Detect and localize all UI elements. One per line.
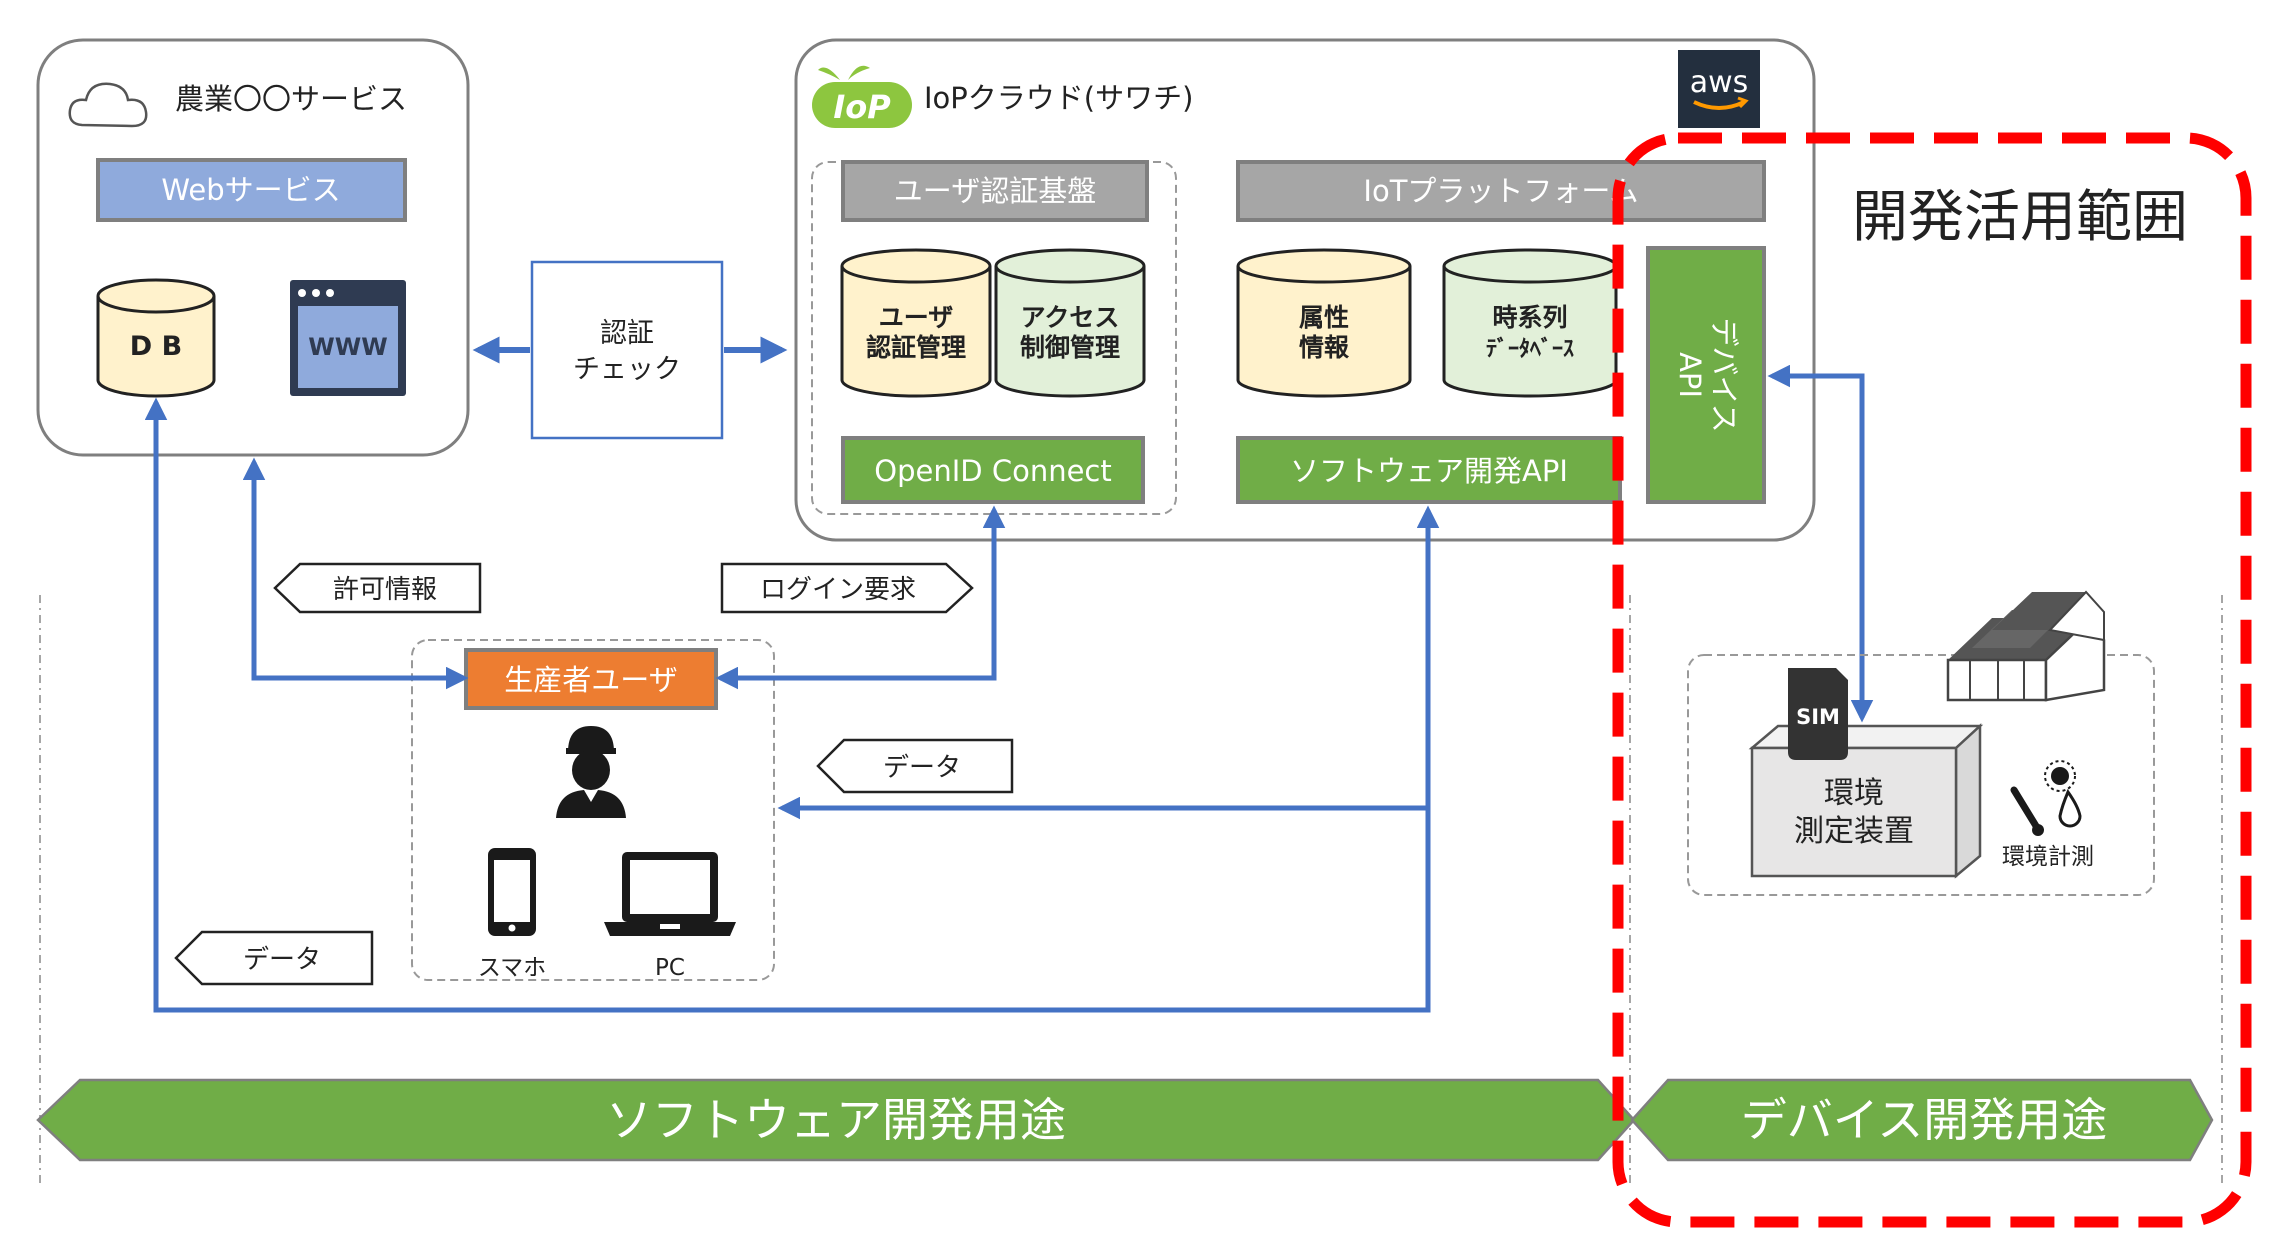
timeseries-db-line1: 時系列 (1492, 303, 1567, 332)
db-label: D B (130, 331, 182, 362)
smartphone-label: スマホ (478, 955, 546, 981)
user-auth-db-line1: ユーザ (879, 303, 954, 332)
login-request-tag: ログイン要求 (720, 562, 974, 614)
smartphone-icon (488, 848, 536, 936)
cloud-icon (68, 82, 148, 128)
device-use-band: デバイス開発用途 (1630, 1078, 2214, 1162)
agri-service-panel: 農業〇〇サービス Webサービス D B WWW (36, 38, 470, 457)
attribute-db-line2: 情報 (1299, 333, 1350, 362)
software-use-band: ソフトウェア開発用途 (36, 1078, 1636, 1162)
data-label-2: データ (243, 945, 321, 975)
producer-group (411, 639, 775, 981)
person-icon (556, 726, 626, 818)
device-api-line1: デバイス (1707, 317, 1741, 432)
iop-logo: IoP (812, 65, 912, 128)
user-auth-db-cylinder (840, 248, 992, 398)
aws-logo: aws (1678, 50, 1760, 128)
device-api-box (1646, 246, 1766, 504)
aws-label: aws (1690, 65, 1749, 100)
software-use-label: ソフトウェア開発用途 (606, 1093, 1066, 1147)
data-tag-2: データ (174, 930, 374, 986)
arrow-api-to-db (144, 397, 1440, 1013)
arrow-producer-to-openid (715, 505, 1006, 690)
arrow-producer-to-service (242, 457, 469, 690)
access-control-db-cylinder (994, 248, 1146, 398)
sim-card-icon (1788, 668, 1848, 760)
data-label-1: データ (883, 753, 961, 783)
producer-user-label: 生産者ユーザ (504, 663, 677, 697)
environment-sensor-icon (2010, 760, 2082, 836)
agri-service-title: 農業〇〇サービス (175, 82, 407, 116)
auth-check-box: 認証 チェック (530, 260, 724, 440)
arrow-device-api-to-device (1767, 364, 1874, 723)
iop-cloud-title: IoPクラウド(サワチ) (924, 81, 1193, 115)
measurement-device-line1: 環境 (1824, 776, 1884, 811)
env-measure-label: 環境計測 (2002, 844, 2094, 870)
www-label: WWW (308, 333, 387, 361)
timeseries-db-cylinder (1442, 248, 1618, 398)
web-service-label: Webサービス (161, 173, 340, 207)
sim-label: SIM (1796, 705, 1840, 729)
user-auth-db-line2: 認証管理 (866, 333, 966, 362)
software-api-label: ソフトウェア開発API (1290, 454, 1568, 488)
dev-scope-title: 開発活用範囲 (1852, 185, 2188, 250)
auth-check-line1: 認証 (600, 318, 654, 349)
attribute-db-cylinder (1236, 248, 1412, 398)
greenhouse-icon (1946, 590, 2106, 702)
laptop-icon (604, 852, 736, 936)
device-api-line2: API (1673, 352, 1707, 398)
user-auth-header-label: ユーザ認証基盤 (894, 174, 1096, 208)
iop-logo-text: IoP (833, 88, 891, 126)
login-request-label: ログイン要求 (760, 575, 916, 605)
timeseries-db-line2: ﾃﾞｰﾀﾍﾞｰｽ (1486, 336, 1574, 362)
user-auth-header (841, 160, 1149, 222)
measurement-device-line2: 測定装置 (1794, 814, 1914, 849)
device-group (1687, 654, 2155, 896)
pc-label: PC (655, 955, 685, 981)
iot-platform-header-label: IoTプラットフォーム (1363, 174, 1638, 208)
db-cylinder (96, 278, 216, 398)
device-use-label: デバイス開発用途 (1741, 1093, 2108, 1147)
access-control-db-line1: アクセス (1021, 303, 1120, 332)
data-tag-1: データ (816, 738, 1014, 794)
device-api-label-group: デバイス API (1673, 317, 1741, 432)
dev-scope-title-bg (1826, 175, 2216, 255)
web-service-header (96, 158, 407, 222)
permission-info-tag: 許可情報 (273, 562, 482, 614)
auth-check-line2: チェック (573, 354, 681, 385)
www-browser-icon (290, 280, 406, 396)
permission-info-label: 許可情報 (333, 575, 437, 605)
openid-connect-label: OpenID Connect (874, 454, 1111, 488)
iot-platform-header (1236, 160, 1766, 222)
iop-cloud-panel: IoP IoPクラウド(サワチ) aws ユーザ認証基盤 ユーザ 認証管理 アク… (794, 38, 1816, 542)
attribute-db-line1: 属性 (1299, 303, 1349, 332)
access-control-db-line2: 制御管理 (1020, 333, 1120, 362)
